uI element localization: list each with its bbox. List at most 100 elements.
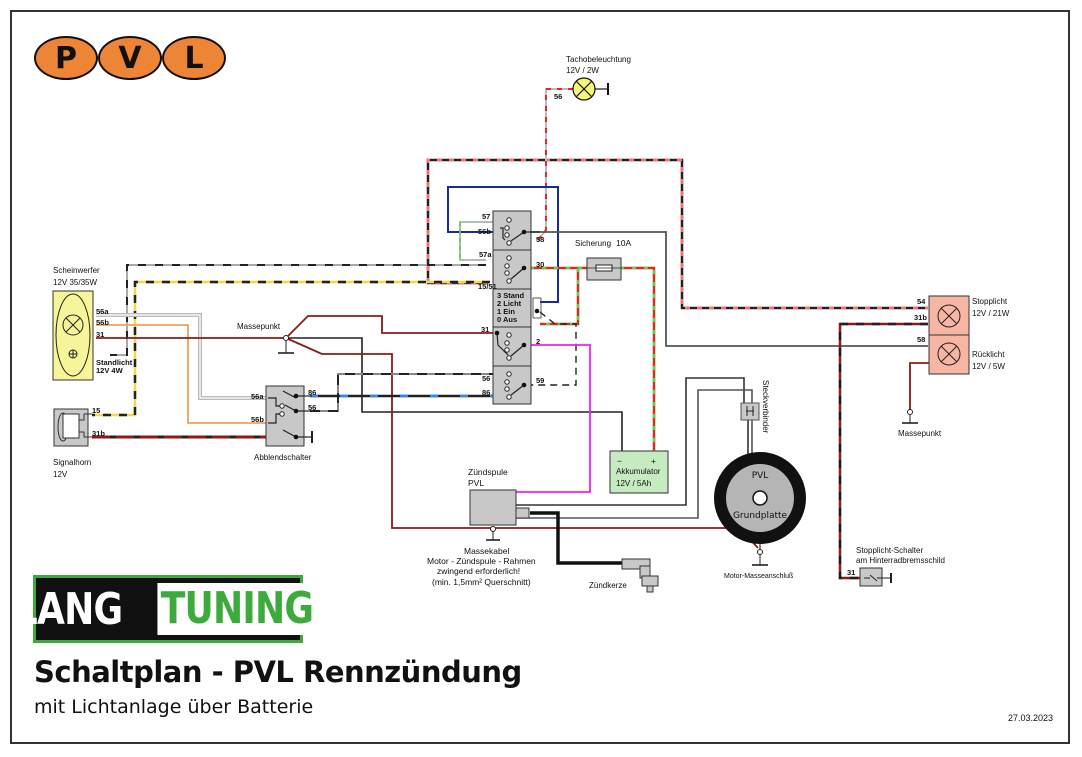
headlight-pin-56a: 56a bbox=[96, 307, 109, 316]
stoplight-spec: 12V / 21W bbox=[972, 309, 1010, 318]
wire-masse-black bbox=[286, 337, 623, 452]
headlight-pin-56b: 56b bbox=[96, 318, 109, 327]
switch-pos-0: 0 Aus bbox=[497, 315, 517, 324]
stator-sub: Grundplatte bbox=[733, 511, 788, 521]
wire-2-coil bbox=[516, 344, 591, 493]
connector bbox=[740, 402, 760, 421]
battery-plus: + bbox=[651, 456, 656, 466]
wire-blue-58 bbox=[447, 186, 559, 303]
pvl-logo-p: P bbox=[34, 36, 98, 80]
tacho-pin: 56 bbox=[554, 92, 562, 101]
ground-note-1: Massekabel bbox=[464, 546, 509, 556]
langtuning-logo-tuning: TUNING bbox=[157, 583, 317, 635]
horn-pin-31b: 31b bbox=[92, 429, 105, 438]
switch-pin-31: 31 bbox=[481, 325, 489, 334]
wire-56b-headlight bbox=[96, 324, 268, 424]
switch-pin-57a: 57a bbox=[479, 250, 492, 259]
brake-switch-label: Stopplicht-Schalter bbox=[856, 546, 923, 555]
wire-56 bbox=[310, 373, 496, 412]
brake-switch-sub: am Hinterradbremsschild bbox=[856, 556, 945, 565]
dimmer-pin-56: 56 bbox=[308, 403, 316, 412]
switch-pin-57: 57 bbox=[482, 212, 490, 221]
date-label: 27.03.2023 bbox=[1008, 713, 1054, 723]
wire-coil-stator-2 bbox=[516, 389, 753, 519]
coil-sub: PVL bbox=[468, 478, 484, 488]
wire-56a-headlight bbox=[96, 313, 268, 400]
switch-pin-56b: 56b bbox=[478, 227, 491, 236]
fuse-label: Sicherung bbox=[575, 239, 611, 248]
battery-minus: − bbox=[617, 456, 622, 466]
fuse bbox=[586, 257, 622, 281]
switch-pin-58: 58 bbox=[536, 235, 544, 244]
ground-point-left-label: Massepunkt bbox=[237, 322, 281, 331]
taillight-spec: 12V / 5W bbox=[972, 362, 1005, 371]
headlight-spec: 12V 35/35W bbox=[53, 278, 97, 287]
ground-point-left bbox=[278, 335, 294, 354]
tacho-label: Tachobeleuchtung bbox=[566, 55, 631, 64]
battery bbox=[609, 450, 669, 494]
connector-label: Steckverbinder bbox=[761, 380, 770, 434]
tacho-lamp bbox=[572, 77, 609, 101]
fuse-rating: 10A bbox=[616, 238, 631, 248]
horn-spec: 12V bbox=[53, 470, 68, 479]
brake-switch-pin: 31 bbox=[847, 568, 855, 577]
ground-point-rear bbox=[902, 409, 918, 424]
langtuning-logo-lang: LANG bbox=[14, 583, 122, 635]
wire-ht-lead bbox=[530, 511, 624, 565]
wire-30-fuse bbox=[530, 266, 656, 452]
rear-light bbox=[928, 295, 970, 375]
wire-31b-brake bbox=[838, 322, 928, 580]
dimmer-pin-56b: 56b bbox=[251, 415, 264, 424]
tacho-spec: 12V / 2W bbox=[566, 66, 599, 75]
dimmer-switch bbox=[265, 385, 313, 447]
standlicht-spec: 12V 4W bbox=[96, 366, 124, 375]
switch-pos-3: 3 Stand bbox=[497, 291, 525, 300]
switch-pin-15-51: 15/51 bbox=[478, 282, 497, 291]
battery-label: Akkumulator bbox=[616, 467, 661, 476]
ignition-coil bbox=[469, 489, 530, 541]
wire-57a-standlicht bbox=[110, 264, 486, 356]
wire-56-tacho bbox=[537, 88, 584, 241]
rear-pin-31b: 31b bbox=[914, 313, 927, 322]
wire-masse-31 bbox=[285, 315, 496, 339]
rear-pin-54: 54 bbox=[917, 297, 926, 306]
page-title: Schaltplan - PVL Rennzündung bbox=[34, 655, 522, 689]
switch-pos-2: 2 Licht bbox=[497, 299, 522, 308]
horn-label: Signalhorn bbox=[53, 458, 91, 467]
wire-58-rear bbox=[530, 231, 928, 347]
wire-15-horn bbox=[92, 280, 490, 417]
brake-switch bbox=[859, 567, 892, 587]
drawing-frame bbox=[10, 10, 1070, 744]
dimmer-pin-56a: 56a bbox=[251, 392, 264, 401]
pvl-logo: P V L bbox=[34, 36, 226, 80]
headlight-pin-31: 31 bbox=[96, 330, 104, 339]
switch-pin-59: 59 bbox=[536, 376, 544, 385]
page-subtitle: mit Lichtanlage über Batterie bbox=[34, 696, 314, 718]
horn-pin-15: 15 bbox=[92, 406, 100, 415]
ground-note-2: Motor - Zündspule - Rahmen bbox=[427, 556, 536, 566]
langtuning-logo: LANG TUNING bbox=[14, 575, 317, 643]
pvl-logo-l: L bbox=[162, 36, 226, 80]
switch-pin-86: 86 bbox=[482, 388, 490, 397]
dimmer-pin-86: 86 bbox=[308, 388, 316, 397]
ground-point-rear-label: Massepunkt bbox=[898, 429, 942, 438]
switch-pin-2: 2 bbox=[536, 337, 540, 346]
light-switch bbox=[492, 210, 542, 405]
switch-pin-30: 30 bbox=[536, 260, 544, 269]
coil-label: Zündspule bbox=[468, 467, 508, 477]
switch-pin-56: 56 bbox=[482, 374, 490, 383]
ground-note-3: zwingend erforderlich! bbox=[437, 566, 520, 576]
spark-plug-label: Zündkerze bbox=[589, 581, 627, 590]
dimmer-label: Abblendschalter bbox=[254, 453, 312, 462]
rear-pin-58: 58 bbox=[917, 335, 925, 344]
wire-rear-masse bbox=[909, 362, 930, 410]
headlight-label: Scheinwerfer bbox=[53, 266, 100, 275]
taillight-label: Rücklicht bbox=[972, 350, 1005, 359]
pvl-logo-v: V bbox=[98, 36, 162, 80]
standlicht-label: Standlicht bbox=[96, 358, 133, 367]
stator-ground-label: Motor-Masseanschluß bbox=[724, 573, 793, 580]
horn bbox=[53, 408, 92, 447]
spark-plug bbox=[621, 558, 659, 593]
switch-pos-1: 1 Ein bbox=[497, 307, 515, 316]
